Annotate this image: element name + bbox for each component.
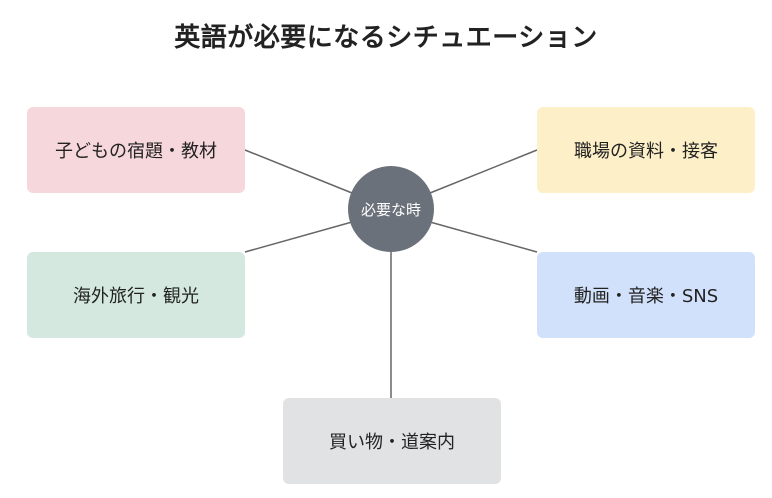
center-node: 必要な時 bbox=[348, 166, 434, 252]
node-media-label: 動画・音楽・SNS bbox=[573, 286, 719, 307]
connector-to-media bbox=[429, 221, 538, 253]
node-shopping-label: 買い物・道案内 bbox=[329, 432, 455, 453]
connector-to-homework bbox=[244, 149, 353, 194]
connector-to-work bbox=[429, 149, 538, 194]
node-work: 職場の資料・接客 bbox=[537, 107, 755, 193]
node-travel-label: 海外旅行・観光 bbox=[73, 286, 199, 307]
node-work-label: 職場の資料・接客 bbox=[574, 141, 718, 162]
node-media: 動画・音楽・SNS bbox=[537, 252, 755, 338]
node-travel: 海外旅行・観光 bbox=[27, 252, 245, 338]
node-homework-label: 子どもの宿題・教材 bbox=[55, 141, 217, 162]
diagram-title: 英語が必要になるシチュエーション bbox=[174, 23, 598, 53]
node-shopping: 買い物・道案内 bbox=[283, 398, 501, 484]
center-node-label: 必要な時 bbox=[360, 200, 421, 219]
node-homework: 子どもの宿題・教材 bbox=[27, 107, 245, 193]
connector-to-travel bbox=[244, 221, 353, 253]
